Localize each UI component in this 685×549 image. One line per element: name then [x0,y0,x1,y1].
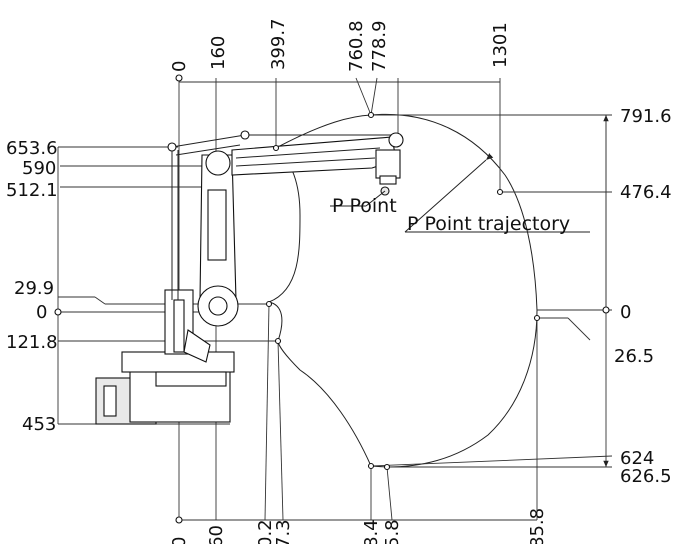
robot-arm-drawing [54,74,610,524]
top-label-0: 0 [169,61,190,72]
left-label-0: 0 [36,302,47,323]
top-label-160: 160 [208,36,229,70]
left-label-453: 453 [22,414,56,435]
right-dimension-lines [370,114,613,468]
right-label-26-5: 26.5 [614,346,654,367]
left-labels: 653.6 590 512.1 29.9 0 121.8 453 [6,138,58,435]
right-label-624: 624 [620,448,654,469]
right-labels: 791.6 476.4 0 26.5 624 626.5 [614,106,672,487]
bottom-label-85-8: 85.8 [527,508,548,544]
left-label-29-9: 29.9 [14,278,54,299]
left-label-590: 590 [22,158,56,179]
right-label-0: 0 [620,302,631,323]
bottom-dimension-lines [179,303,538,521]
bottom-label-7-3: 7.3 [273,519,294,544]
right-label-626-5: 626.5 [620,466,672,487]
left-label-121-8: 121.8 [6,332,58,353]
bottom-label-5-8: 5.8 [382,519,403,544]
left-label-512-1: 512.1 [6,180,58,201]
p-point-label: P Point [332,195,397,217]
top-labels: 0 160 399.7 760.8 778.9 1301 [169,18,511,72]
bottom-label-8-4: 8.4 [361,519,382,544]
top-label-778-9: 778.9 [369,20,390,72]
bottom-label-0: 0 [169,537,190,544]
p-point-trajectory-label: P Point trajectory [407,213,570,235]
bottom-labels: 0 60 0.2 7.3 8.4 5.8 85.8 [169,508,548,548]
right-label-476-4: 476.4 [620,182,672,203]
left-label-653-6: 653.6 [6,138,58,159]
right-label-791-6: 791.6 [620,106,672,127]
top-label-760-8: 760.8 [346,20,367,72]
callout-labels: P Point P Point trajectory [332,195,570,235]
bottom-label-0-2: 0.2 [255,519,276,544]
callout-leaders [330,153,590,233]
bottom-label-60: 60 [206,525,227,544]
top-label-399-7: 399.7 [268,18,289,70]
top-label-1301: 1301 [490,22,511,68]
